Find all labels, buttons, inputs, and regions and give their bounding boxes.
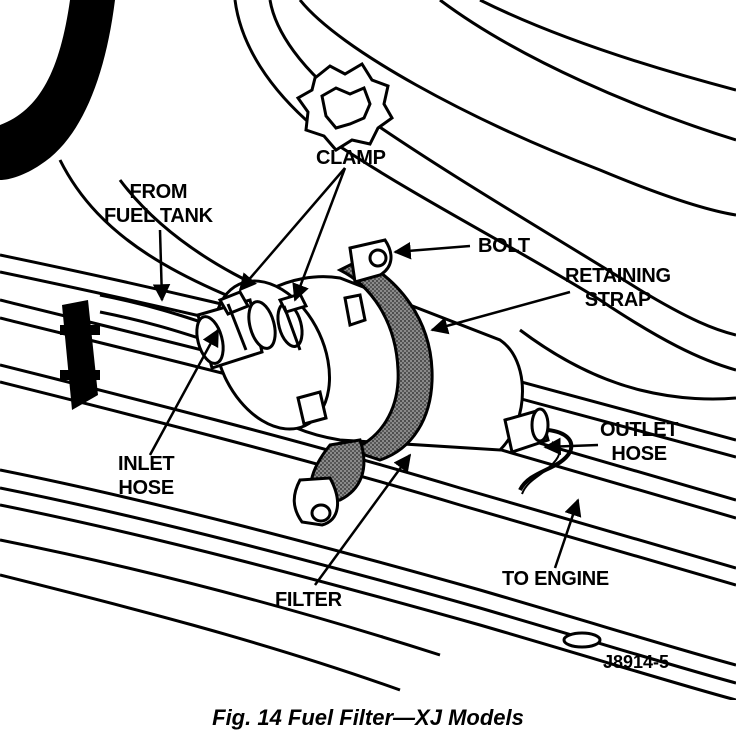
label-retaining-strap: RETAINING STRAP [565,264,671,312]
label-outlet-hose-line1: OUTLET [600,419,679,441]
label-from-fuel-tank: FROM FUEL TANK [104,180,213,228]
hose-clamps [217,290,309,351]
label-outlet-hose: OUTLET HOSE [600,418,679,466]
outlet-hose [518,428,574,492]
fuel-filter-illustration [0,0,736,700]
figure-code: J8914-5 [603,652,670,672]
label-inlet-hose-line1: INLET [118,453,175,475]
label-filter: FILTER [275,589,342,611]
label-inlet-hose: INLET HOSE [118,452,175,500]
figure-caption: Fig. 14 Fuel Filter—XJ Models [212,705,524,730]
label-retaining-strap-line2: STRAP [584,289,652,311]
label-from-fuel-tank-line2: FUEL TANK [104,205,213,227]
retaining-strap [292,238,434,527]
washer [562,631,602,649]
label-to-engine: TO ENGINE [502,568,609,590]
grommet [295,61,394,152]
line-clips [60,300,100,410]
label-retaining-strap-line1: RETAINING [565,265,671,287]
label-inlet-hose-line2: HOSE [118,477,174,499]
label-from-fuel-tank-line1: FROM [129,181,188,203]
fuel-lines [0,253,736,700]
label-bolt: BOLT [478,235,530,257]
black-hose [0,0,115,180]
label-clamp: CLAMP [316,147,386,169]
label-outlet-hose-line2: HOSE [611,443,667,465]
floor-pan-lines [58,0,736,401]
